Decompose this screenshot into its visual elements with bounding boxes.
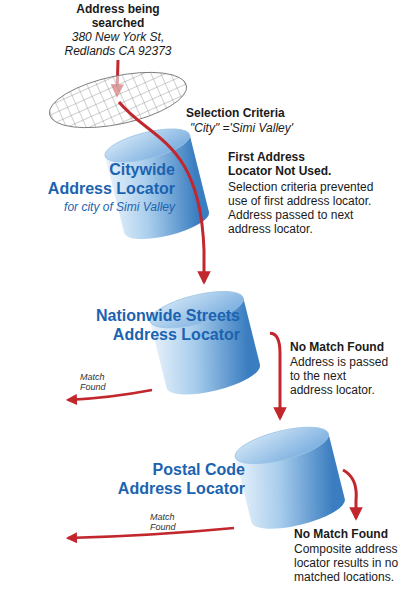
annotation-text: Selection Criteria — [186, 106, 346, 120]
no-match-arrow — [343, 470, 356, 518]
address-locator-cylinder: Postal Code Address Locator — [225, 418, 355, 538]
flow-connector — [270, 333, 280, 418]
address-locator-cylinder: Nationwide Streets Address Locator — [140, 282, 270, 404]
cylinder-body — [235, 434, 348, 536]
flow-connector — [203, 250, 206, 282]
input-arrow — [117, 60, 118, 95]
locator-note: for city of Simi Valley — [25, 200, 175, 214]
cylinder-body — [105, 135, 212, 246]
cylinder-shape — [98, 118, 216, 250]
locator-name: Citywide Address Locator — [45, 160, 175, 198]
match-arrow — [68, 390, 152, 400]
locator-name: Nationwide Streets Address Locator — [60, 306, 240, 344]
cylinder-top — [147, 284, 247, 335]
bypass-path — [119, 102, 204, 250]
annotation-text: No Match Found — [290, 340, 398, 354]
annotation-text: Composite address locator results in no … — [294, 542, 400, 584]
annotation-text: Address is passed to the next address lo… — [290, 355, 390, 397]
cylinder-shape — [140, 282, 270, 404]
cylinder-top — [102, 122, 193, 169]
annotation-text: First Address Locator Not Used. — [228, 150, 343, 178]
cylinder-group — [102, 122, 212, 246]
cylinder-group — [232, 420, 349, 536]
annotation-text: "City" ='Simi Valley' — [190, 121, 350, 135]
cylinder-shape — [225, 418, 355, 538]
selection-filter — [45, 62, 192, 138]
annotation-text: Address being searched — [70, 2, 166, 30]
locator-name: Postal Code Address Locator — [105, 460, 245, 498]
annotation-text: 380 New York St, Redlands CA 92373 — [62, 30, 174, 58]
annotation-text: Match Found — [80, 372, 120, 392]
cylinder-top — [232, 420, 332, 471]
annotation-text: Match Found — [150, 512, 190, 532]
cylinder-body — [150, 298, 263, 402]
address-locator-cylinder: Citywide Address Locatorfor city of Simi… — [98, 118, 216, 250]
match-arrow — [68, 528, 234, 538]
annotation-text: Selection criteria prevented use of firs… — [228, 180, 388, 236]
cylinder-group — [147, 284, 264, 402]
annotation-text: No Match Found — [294, 527, 400, 541]
